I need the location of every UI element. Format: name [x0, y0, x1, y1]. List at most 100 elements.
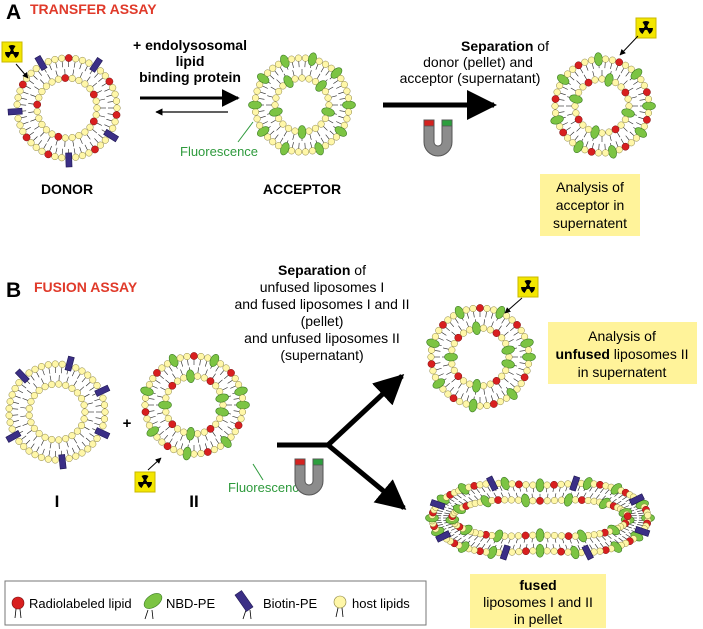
lipid-tail	[576, 80, 581, 85]
lipid-tail	[199, 359, 201, 366]
host-lipid	[111, 118, 119, 126]
host-lipid	[96, 67, 105, 75]
host-lipid	[86, 123, 94, 131]
host-lipid	[305, 127, 313, 135]
biotin-pe-lipid	[634, 525, 651, 537]
host-lipid	[301, 54, 310, 62]
lipid-tail	[500, 538, 504, 544]
lipid-tail	[66, 376, 69, 383]
host-lipid	[73, 389, 81, 397]
label-I: I	[55, 492, 60, 511]
host-lipid	[78, 56, 87, 64]
lipid-tail	[623, 127, 628, 132]
nbd-pe-lipid	[321, 107, 335, 117]
host-lipid	[486, 326, 494, 334]
host-lipid	[162, 394, 170, 402]
lipid-tail	[638, 512, 645, 514]
lipid-tail	[217, 379, 223, 385]
lipid-tail	[438, 373, 444, 377]
host-lipid	[193, 430, 202, 438]
radiolabeled-lipid	[492, 329, 501, 337]
host-lipid	[640, 82, 648, 90]
analysis-unfused-box	[548, 322, 697, 384]
host-lipid	[308, 147, 317, 155]
lipid-tail	[516, 373, 522, 377]
host-lipid	[86, 85, 94, 93]
lipid-tail	[157, 412, 164, 415]
host-lipid	[524, 346, 533, 354]
lipid-tail	[576, 492, 580, 498]
radiolabeled-lipid	[206, 377, 215, 385]
lipid-tail	[339, 98, 346, 100]
host-lipid	[508, 316, 516, 324]
host-lipid	[81, 408, 89, 416]
host-lipid	[68, 432, 76, 440]
radiolabeled-lipid	[112, 111, 121, 119]
host-lipid	[38, 147, 46, 155]
lipid-tail	[491, 321, 494, 328]
nbd-pe-lipid	[297, 125, 307, 139]
lipid-tail	[215, 366, 220, 372]
host-lipid	[112, 97, 121, 105]
lipid-tail	[197, 436, 199, 443]
nbd-pe-lipid	[594, 52, 603, 66]
lipid-tail	[316, 73, 321, 80]
host-lipid	[558, 532, 566, 540]
biotin-pe-lipid	[14, 368, 30, 384]
lipid-tail	[468, 497, 474, 502]
lipid-tail	[165, 379, 171, 385]
separation-a-line3: acceptor (supernatant)	[400, 70, 541, 86]
host-lipid	[253, 115, 261, 123]
lipid-tail	[497, 383, 502, 389]
lipid-tail	[205, 369, 208, 376]
host-lipid	[479, 382, 488, 390]
lipid-tail	[339, 110, 346, 112]
host-lipid	[111, 90, 119, 98]
analysis-unfused-bold: unfused	[555, 346, 609, 362]
host-lipid	[81, 128, 89, 136]
host-lipid	[20, 443, 28, 451]
host-lipid	[27, 418, 35, 426]
lipid-tail	[325, 70, 330, 76]
lipid-tail	[37, 140, 42, 146]
lipid-tail	[441, 331, 447, 336]
lipid-tail	[30, 119, 37, 122]
lipid-tail	[104, 88, 111, 92]
host-lipid	[498, 334, 506, 342]
host-lipid	[99, 394, 107, 402]
lipid-tail	[500, 492, 504, 498]
lipid-tail	[601, 495, 606, 501]
radiolabeled-lipid	[105, 77, 114, 86]
host-lipid	[557, 480, 565, 488]
host-lipid	[431, 373, 439, 381]
lipid-tail	[274, 70, 279, 76]
lipid-tail	[22, 121, 29, 125]
host-lipid	[584, 496, 592, 505]
lipid-tail	[172, 431, 177, 437]
host-lipid	[176, 354, 184, 362]
lipid-tail	[579, 67, 584, 74]
lipid-tail	[601, 535, 606, 541]
host-lipid	[231, 374, 239, 383]
lipid-tail	[20, 97, 27, 100]
radiolabeled-lipid	[536, 496, 544, 505]
host-lipid	[68, 384, 76, 392]
lipid-tail	[81, 377, 87, 383]
lipid-tail	[22, 91, 29, 95]
host-lipid	[305, 75, 313, 83]
radiolabeled-lipid	[623, 512, 632, 521]
radiolabeled-lipid	[227, 369, 235, 377]
host-lipid	[321, 60, 330, 68]
host-lipid	[51, 360, 59, 368]
host-lipid	[158, 364, 166, 372]
lipid-tail	[456, 537, 462, 542]
lipid-tail	[168, 438, 173, 444]
magnet-icon	[294, 458, 324, 496]
host-lipid	[41, 433, 49, 441]
nbd-pe-lipid	[444, 352, 458, 362]
host-lipid	[78, 449, 86, 457]
host-lipid	[272, 94, 280, 102]
host-lipid	[51, 456, 59, 464]
lipid-tail	[327, 119, 334, 124]
host-lipid	[462, 306, 470, 314]
